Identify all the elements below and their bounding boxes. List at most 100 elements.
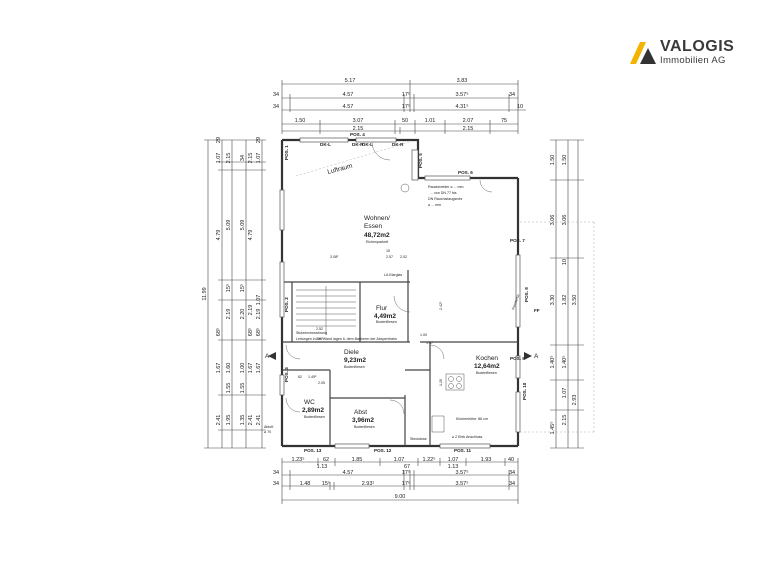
label-pos11: POS. 11 [454,448,472,453]
dim-top-r4-2: 50 [402,118,408,124]
dim-top-r3-0: 34 [273,104,279,110]
dim-left-a2: 68⁵ [215,328,222,336]
room-flur-name: Flur [376,305,388,312]
label-abluft: Abluft [264,425,273,429]
label-pos13: POS. 13 [304,448,322,453]
room-kochen-floor: Bodenfliesen [476,371,497,375]
dim-bot-r1-5: 1.07 [448,457,459,463]
inner-d5: 2.52 [316,327,323,331]
inner-d2: 15 [386,249,390,253]
label-stairnote2: Leitungen in der Wand lagen lt. dem Bauh… [296,337,397,341]
label-luftraum: Luftraum [327,163,354,176]
dim-left-c4: 15⁵ [239,284,246,292]
dim-left-a4: 1.07 [216,153,222,164]
dim-left-c1: 1.55 [240,383,246,394]
dim-right-b5: 1.07 [562,388,568,399]
dim-left-c0: 1.35 [240,415,246,426]
label-section-right: A [534,353,539,360]
dim-bot-r1-4: 1.22⁵ [423,456,436,463]
label-mini1: ⌀ 2 Elek Anschluss [452,435,483,439]
label-pos3: POS. 3 [284,367,289,382]
label-pos2: POS. 2 [284,297,289,312]
dim-top-r2-4: 34 [509,92,515,98]
label-pos12: POS. 12 [374,448,392,453]
dim-left-d5: 2.15 [248,153,254,164]
room-diele-floor: Bodenfliesen [344,365,365,369]
inner-d8: 1.97 [426,341,433,345]
room-wc-floor: Bodenfliesen [304,415,325,419]
dim-right-c0: 3.50 [572,295,578,306]
label-rauchnote3: ⌀ ... mm [428,203,441,207]
dim-bot-r3-4: 17⁵ [402,480,410,487]
dim-left-e5: 1.07 [256,153,262,164]
dim-bot-r4-0: 9.00 [395,494,406,500]
dim-left-b6: 2.15 [226,153,232,164]
dim-right-b0: 1.50 [562,155,568,166]
dim-right-b2: 10 [562,259,568,265]
inner-d12: 62 [298,375,302,379]
dim-left-c3: 2.20 [240,309,246,320]
dim-left-a3: 4.79 [216,230,222,241]
label-dk1: DK-L [320,142,331,147]
dim-left-d4: 4.79 [248,230,254,241]
dim-right-a3: 1.40⁵ [549,356,556,369]
inner-d10: 1.49⁵ [308,375,317,379]
dim-right-a0: 1.50 [550,155,556,166]
dim-left-a0: 2.41 [216,415,222,426]
dim-right-b1: 3.06 [562,215,568,226]
dim-left-a5: 29 [216,137,222,143]
company-logo: VALOGIS Immobilien AG [628,38,758,68]
label-pos6: POS. 6 [458,170,473,175]
room-abst-floor: Bodenfliesen [354,425,375,429]
inner-d3: 2.57 [386,255,393,259]
dim-bot-r1-0: 1.23⁵ [292,456,305,463]
dim-right-a1: 3.06 [550,215,556,226]
room-abst-area: 3,96m2 [352,417,374,424]
dim-bot-r3-6: 34 [509,481,515,487]
dim-right-a4: 1.45⁵ [549,422,556,435]
label-pos9: POS. 9 [510,356,525,361]
label-pos4: POS. 4 [350,132,365,137]
room-wc-area: 2,89m2 [302,407,324,414]
dim-left-c2: 1.00 [240,363,246,374]
dim-bot-r2-1: 4.57 [343,470,354,476]
dim-bot-r1-7: 40 [508,457,514,463]
dim-bot-r3-2: 15⁵ [322,480,330,487]
room-wc-name: WC [304,399,315,406]
dim-right-c1: 2.93 [572,395,578,406]
dim-top-r2-2: 17⁵ [402,91,410,98]
dim-bot-r1-1: 62 [323,457,329,463]
dim-bot-r1-2: 1.85 [352,457,363,463]
dim-left-b3: 2.19 [226,309,232,320]
room-wohnen-name-2: Essen [364,223,382,230]
logo-subtitle: Immobilien AG [660,55,726,66]
dim-left-b4: 15⁵ [225,284,232,292]
dim-bot-r2-4: 34 [509,470,515,476]
dim-right-a2: 3.30 [550,295,556,306]
dim-top-r5-0: 2.15 [353,126,364,132]
dim-top-r5-1: 2.15 [463,126,474,132]
dim-top-r4-0: 1.50 [295,118,306,124]
label-pos8: POS. 8 [524,287,529,302]
dim-top-r4-4: 2.07 [463,118,474,124]
dim-right-b4: 1.40⁵ [561,356,568,369]
label-abluft2: ⌀ 70 [264,430,271,434]
room-flur-floor: Bodenfliesen [376,320,397,324]
label-steckdose: Steckdose [410,437,427,441]
dim-left-b1: 1.55 [226,383,232,394]
label-rauchnote2: DN Rauchabzugsrohr [428,197,463,201]
dim-left-e1: 1.67 [256,363,262,374]
room-abst-name: Abst [354,409,367,416]
dim-bot-r1-6: 1.93 [481,457,492,463]
dim-right-b6: 2.15 [562,415,568,426]
dim-left-b5: 5.09 [226,220,232,231]
room-diele-area: 9,23m2 [344,357,366,364]
dim-top-r4-5: 75 [501,118,507,124]
dim-top-r1-0: 5.17 [345,78,356,84]
inner-d4: 2.02 [400,255,407,259]
dim-left-d3: 2.19 [248,305,254,316]
inner-d9: 2.42⁵ [439,301,443,310]
label-fenstertuer: Fenstertür [511,293,521,311]
room-wohnen-name-1: Wohnen/ [364,215,390,222]
